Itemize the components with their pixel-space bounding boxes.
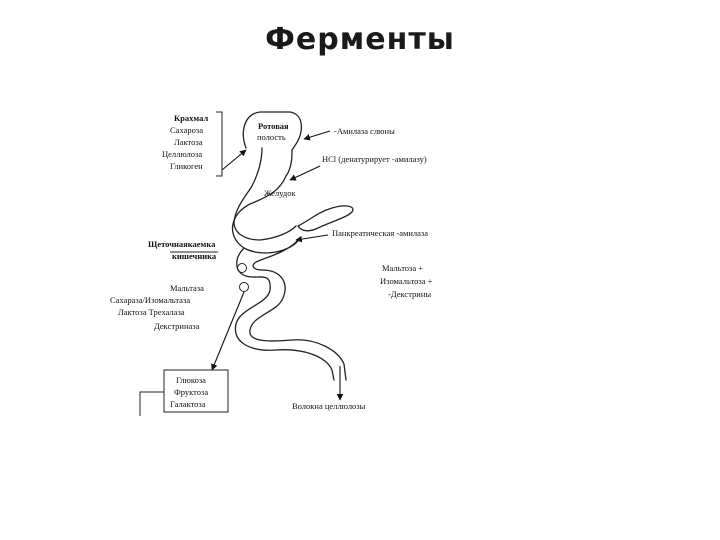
cellulose-fiber-label: Волокна целлюлозы [292,401,366,411]
substrate-starch: Крахмал [174,113,208,123]
product-maltose: Мальтоза + [382,263,423,273]
enzyme-maltase: Мальтаза [170,283,204,293]
stomach-outer-wall [231,175,301,254]
stomach-inner-wall [233,185,297,241]
blood-bracket [139,391,164,416]
sphincter-upper [237,263,247,273]
esophagus-left-wall [251,147,263,187]
absorption-arrow [211,291,245,371]
amylase-arrow [303,130,331,141]
mouth-label-line1: Ротовая [258,121,289,131]
mono-galactose: Галактоза [170,399,206,409]
product-dextrins: -Декстрины [388,289,431,299]
pancreatic-amylase-label: Панкреатическая -амилаза [332,228,428,238]
brush-border-label-line2: кишечника [172,251,217,261]
pancreatic-arrow [295,234,329,243]
mouth-label-line2: полость [257,132,286,142]
hcl-arrow [289,165,321,181]
intestine-right-wall [249,237,347,381]
pancreas-outline [297,205,354,232]
enzyme-sucrase-isomaltase: Сахараза/Изомальтаза [110,295,190,305]
enzyme-lactase-trehalase: Лактоза Трехалаза [118,307,185,317]
salivary-amylase-label: -Амилаза слюны [334,126,395,136]
substrate-bracket [216,111,223,177]
enzyme-dextrinase: Декстриназа [154,321,200,331]
stomach-label: Желудок [264,188,296,198]
mono-fructose: Фруктоза [174,387,208,397]
intestine-left-wall [234,247,335,381]
substrate-lactose: Лактоза [174,137,203,147]
mouth-cavity-outline [242,111,302,177]
substrate-arrow [221,149,247,171]
brush-border-label-line1: Щеточнаякаемка [148,239,216,249]
mono-glucose: Глюкоза [176,375,206,385]
hcl-label: HCl (денатурирует -амилазу) [322,154,427,164]
monosaccharide-box [163,369,229,413]
substrate-glycogen: Гликоген [170,161,203,171]
substrate-cellulose: Целлюлоза [162,149,202,159]
slide-title: Ферменты [265,22,455,57]
product-isomaltose: Изомальтоза + [380,276,433,286]
sphincter-lower [239,282,249,292]
substrate-sucrose: Сахароза [170,125,203,135]
